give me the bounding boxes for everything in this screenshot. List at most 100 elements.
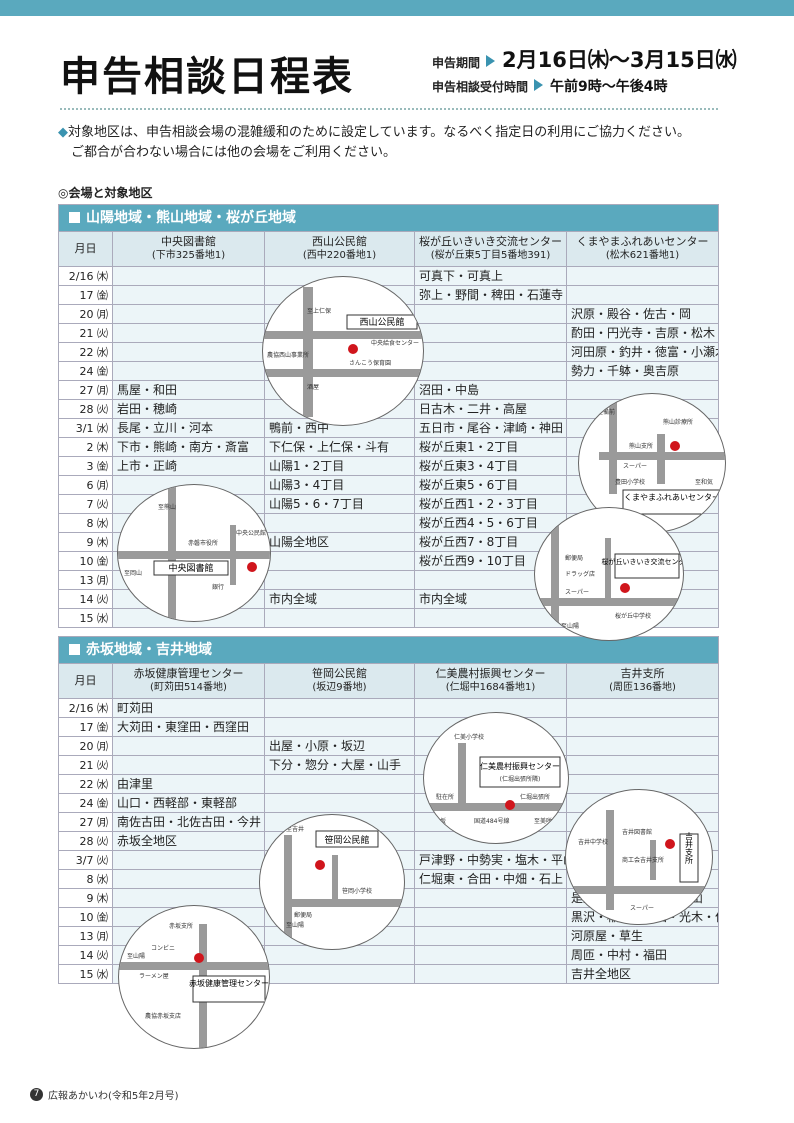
date-cell: 22 ㈬ bbox=[58, 342, 113, 362]
filing-period: 申告期間 2月16日㈭～3月15日㈬ 申告相談受付時間 午前9時～午後4時 bbox=[432, 44, 737, 108]
district-cell bbox=[112, 736, 265, 756]
date-cell: 13 ㈪ bbox=[58, 570, 113, 590]
district-cell bbox=[112, 304, 265, 324]
svg-text:至備前: 至備前 bbox=[597, 408, 615, 416]
district-cell bbox=[565, 755, 720, 775]
district-cell: 岩田・穂崎 bbox=[112, 399, 265, 419]
district-cell: 桜が丘西4・5・6丁目 bbox=[414, 513, 567, 533]
district-cell: 市内全域 bbox=[264, 589, 415, 609]
district-cell: 弥上・野間・稗田・石蓮寺 bbox=[414, 285, 567, 305]
notice: ◆対象地区は、申告相談会場の混雑緩和のために設定しています。なるべく指定日の利用… bbox=[58, 123, 728, 163]
district-cell: 勢力・千躰・奥吉原 bbox=[565, 361, 720, 381]
district-cell: 周匝・中村・福田 bbox=[565, 945, 720, 965]
district-cell: 五日市・尾谷・津崎・神田 bbox=[414, 418, 567, 438]
date-cell: 2 ㈭ bbox=[58, 437, 113, 457]
district-cell bbox=[414, 323, 567, 343]
district-cell: 長尾・立川・河本 bbox=[112, 418, 265, 438]
district-cell: 下分・惣分・大屋・山手 bbox=[264, 755, 415, 775]
district-cell: 可真下・可真上 bbox=[414, 266, 567, 286]
table-row: 20 ㈪出屋・小原・坂辺 bbox=[58, 736, 720, 756]
date-cell: 24 ㈮ bbox=[58, 361, 113, 381]
district-cell bbox=[264, 717, 415, 737]
district-cell: 桜が丘西9・10丁目 bbox=[414, 551, 567, 571]
svg-text:吉井中学校: 吉井中学校 bbox=[578, 838, 608, 846]
date-cell: 10 ㈮ bbox=[58, 551, 113, 571]
svg-text:ドラッグ店: ドラッグ店 bbox=[565, 570, 595, 578]
map-akasaka-label: 赤坂健康管理センター bbox=[189, 978, 269, 988]
hours-value: 午前9時～午後4時 bbox=[550, 79, 668, 95]
venue-header: 桜が丘いきいき交流センター(桜が丘東5丁目5番地391) bbox=[414, 231, 567, 267]
hours-label: 申告相談受付時間 bbox=[432, 80, 529, 94]
map-sasaoka: 笹岡公民館 郵便局 笹岡小学校 至吉井 至山陽 bbox=[259, 814, 405, 950]
district-cell bbox=[112, 361, 265, 381]
svg-text:熊山支所: 熊山支所 bbox=[629, 442, 653, 450]
section-banner: 山陽地域・熊山地域・桜が丘地域 bbox=[57, 204, 720, 232]
section-banner: 赤坂地域・吉井地域 bbox=[57, 636, 720, 664]
district-cell bbox=[414, 964, 567, 984]
svg-text:中央給食センター: 中央給食センター bbox=[371, 339, 419, 347]
map-akasaka: 赤坂健康管理センター 赤坂支所 コンビニ ラーメン屋 農協赤坂支店 至山陽 bbox=[118, 905, 270, 1049]
svg-text:赤磐市役所: 赤磐市役所 bbox=[188, 539, 218, 547]
date-cell: 6 ㈪ bbox=[58, 475, 113, 495]
svg-text:至熊山: 至熊山 bbox=[158, 503, 176, 511]
svg-text:至吉井: 至吉井 bbox=[286, 825, 304, 833]
district-cell bbox=[264, 608, 415, 628]
map-yoshii-label: 吉井支所 bbox=[685, 832, 694, 865]
district-cell bbox=[414, 361, 567, 381]
svg-text:国道484号線: 国道484号線 bbox=[474, 817, 509, 825]
district-cell bbox=[414, 926, 567, 946]
notice-line-2: ご都合が合わない場合には他の会場をご利用ください。 bbox=[71, 145, 397, 160]
district-cell: 桜が丘東1・2丁目 bbox=[414, 437, 567, 457]
date-cell: 8 ㈬ bbox=[58, 869, 113, 889]
svg-text:中央公民館: 中央公民館 bbox=[236, 529, 266, 537]
district-cell bbox=[112, 342, 265, 362]
district-cell bbox=[565, 285, 720, 305]
table-row: 14 ㈫ 周匝・中村・福田 bbox=[58, 945, 720, 965]
district-cell bbox=[565, 380, 720, 400]
col-date-header: 月日 bbox=[58, 663, 113, 699]
footer: 7 広報あかいわ(令和5年2月号) bbox=[30, 1087, 179, 1102]
date-cell: 28 ㈫ bbox=[58, 831, 113, 851]
district-cell: 南佐古田・北佐古田・今井・多賀 bbox=[112, 812, 265, 832]
district-cell: 酌田・円光寺・吉原・松木 bbox=[565, 323, 720, 343]
district-cell bbox=[565, 266, 720, 286]
date-cell: 14 ㈫ bbox=[58, 945, 113, 965]
district-cell bbox=[264, 551, 415, 571]
map-chuo-label: 中央図書館 bbox=[168, 562, 213, 574]
district-cell: 山陽全地区 bbox=[264, 532, 415, 552]
district-cell: 下市・熊崎・南方・斎富 bbox=[112, 437, 265, 457]
date-cell: 14 ㈫ bbox=[58, 589, 113, 609]
svg-text:さんこう保育園: さんこう保育園 bbox=[349, 359, 391, 367]
svg-text:ラーメン屋: ラーメン屋 bbox=[139, 973, 169, 980]
dotted-divider bbox=[60, 108, 718, 110]
map-nishiyama: 西山公民館 中央給食センター さんこう保育園 農協西山事業所 至上仁保 酒屋 bbox=[262, 276, 424, 426]
venue-header: 赤坂健康管理センター(町苅田514番地) bbox=[112, 663, 265, 699]
date-cell: 2/16 ㈭ bbox=[58, 266, 113, 286]
svg-text:至和気: 至和気 bbox=[695, 478, 713, 486]
svg-text:熊山診療所: 熊山診療所 bbox=[663, 418, 693, 426]
district-cell bbox=[414, 907, 567, 927]
district-cell: 山陽3・4丁目 bbox=[264, 475, 415, 495]
svg-text:農協西山事業所: 農協西山事業所 bbox=[267, 351, 309, 359]
date-cell: 9 ㈭ bbox=[58, 532, 113, 552]
map-sakura: 桜が丘いきいき交流センター 郵便局 ドラッグ店 スーパー 桜が丘中学校 至山陽 bbox=[534, 507, 684, 641]
district-cell: 上市・正崎 bbox=[112, 456, 265, 476]
district-cell bbox=[264, 513, 415, 533]
date-cell: 21 ㈫ bbox=[58, 755, 113, 775]
district-cell: 下仁保・上仁保・斗有 bbox=[264, 437, 415, 457]
period-value: 2月16日㈭～3月15日㈬ bbox=[502, 48, 737, 72]
district-cell bbox=[264, 793, 415, 813]
table-row: 2/16 ㈭町苅田 bbox=[58, 698, 720, 718]
svg-text:駐在所: 駐在所 bbox=[436, 793, 454, 801]
map-nishiyama-label: 西山公民館 bbox=[359, 316, 404, 328]
date-cell: 24 ㈮ bbox=[58, 793, 113, 813]
district-cell bbox=[414, 608, 567, 628]
district-cell bbox=[112, 323, 265, 343]
svg-text:吉井図書館: 吉井図書館 bbox=[622, 828, 652, 836]
district-cell: 市内全域 bbox=[414, 589, 567, 609]
district-cell: 日古木・二井・高屋 bbox=[414, 399, 567, 419]
district-cell: 由津里 bbox=[112, 774, 265, 794]
district-cell bbox=[264, 570, 415, 590]
svg-text:至上仁保: 至上仁保 bbox=[307, 307, 331, 315]
svg-text:赤坂支所: 赤坂支所 bbox=[169, 922, 193, 930]
